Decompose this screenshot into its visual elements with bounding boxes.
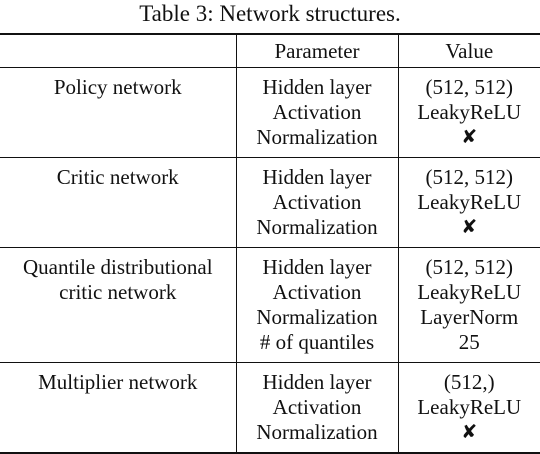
param-normalization: Normalization [237, 125, 398, 150]
value-hidden-layer: (512, 512) [399, 255, 540, 280]
value-cell: (512, 512) LeakyReLU ✘ [398, 68, 540, 158]
network-name-line-2: critic network [0, 280, 236, 305]
param-activation: Activation [237, 190, 398, 215]
value-cell: (512, 512) LeakyReLU ✘ [398, 158, 540, 248]
param-activation: Activation [237, 100, 398, 125]
network-name-cell: Policy network [0, 68, 236, 158]
table-caption: Table 3: Network structures. [0, 0, 540, 28]
value-cell: (512,) LeakyReLU ✘ [398, 363, 540, 454]
header-blank [0, 34, 236, 68]
param-normalization: Normalization [237, 215, 398, 240]
network-name-cell: Quantile distributional critic network [0, 248, 236, 363]
cross-mark-icon: ✘ [399, 215, 540, 240]
table-row-multiplier-network: Multiplier network Hidden layer Activati… [0, 363, 540, 454]
header-value: Value [398, 34, 540, 68]
param-hidden-layer: Hidden layer [237, 370, 398, 395]
value-normalization: LayerNorm [399, 305, 540, 330]
value-hidden-layer: (512, 512) [399, 165, 540, 190]
header-parameter: Parameter [236, 34, 398, 68]
network-name: Policy network [0, 75, 236, 100]
param-hidden-layer: Hidden layer [237, 255, 398, 280]
network-name: Multiplier network [0, 370, 236, 395]
param-hidden-layer: Hidden layer [237, 75, 398, 100]
network-name-cell: Critic network [0, 158, 236, 248]
table-row-policy-network: Policy network Hidden layer Activation N… [0, 68, 540, 158]
param-normalization: Normalization [237, 305, 398, 330]
param-activation: Activation [237, 395, 398, 420]
value-num-quantiles: 25 [399, 330, 540, 355]
parameter-cell: Hidden layer Activation Normalization [236, 158, 398, 248]
network-name: Critic network [0, 165, 236, 190]
network-structures-table: Parameter Value Policy network Hidden la… [0, 33, 540, 454]
parameter-cell: Hidden layer Activation Normalization [236, 363, 398, 454]
param-normalization: Normalization [237, 420, 398, 445]
cross-mark-icon: ✘ [399, 420, 540, 445]
network-structures-table-container: Parameter Value Policy network Hidden la… [0, 33, 540, 454]
param-hidden-layer: Hidden layer [237, 165, 398, 190]
value-activation: LeakyReLU [399, 100, 540, 125]
value-activation: LeakyReLU [399, 280, 540, 305]
param-activation: Activation [237, 280, 398, 305]
parameter-cell: Hidden layer Activation Normalization # … [236, 248, 398, 363]
value-cell: (512, 512) LeakyReLU LayerNorm 25 [398, 248, 540, 363]
cross-mark-icon: ✘ [399, 125, 540, 150]
value-activation: LeakyReLU [399, 190, 540, 215]
network-name-cell: Multiplier network [0, 363, 236, 454]
network-name-line-1: Quantile distributional [0, 255, 236, 280]
param-num-quantiles: # of quantiles [237, 330, 398, 355]
header-row: Parameter Value [0, 34, 540, 68]
value-hidden-layer: (512,) [399, 370, 540, 395]
value-activation: LeakyReLU [399, 395, 540, 420]
parameter-cell: Hidden layer Activation Normalization [236, 68, 398, 158]
table-row-quantile-critic-network: Quantile distributional critic network H… [0, 248, 540, 363]
value-hidden-layer: (512, 512) [399, 75, 540, 100]
table-row-critic-network: Critic network Hidden layer Activation N… [0, 158, 540, 248]
